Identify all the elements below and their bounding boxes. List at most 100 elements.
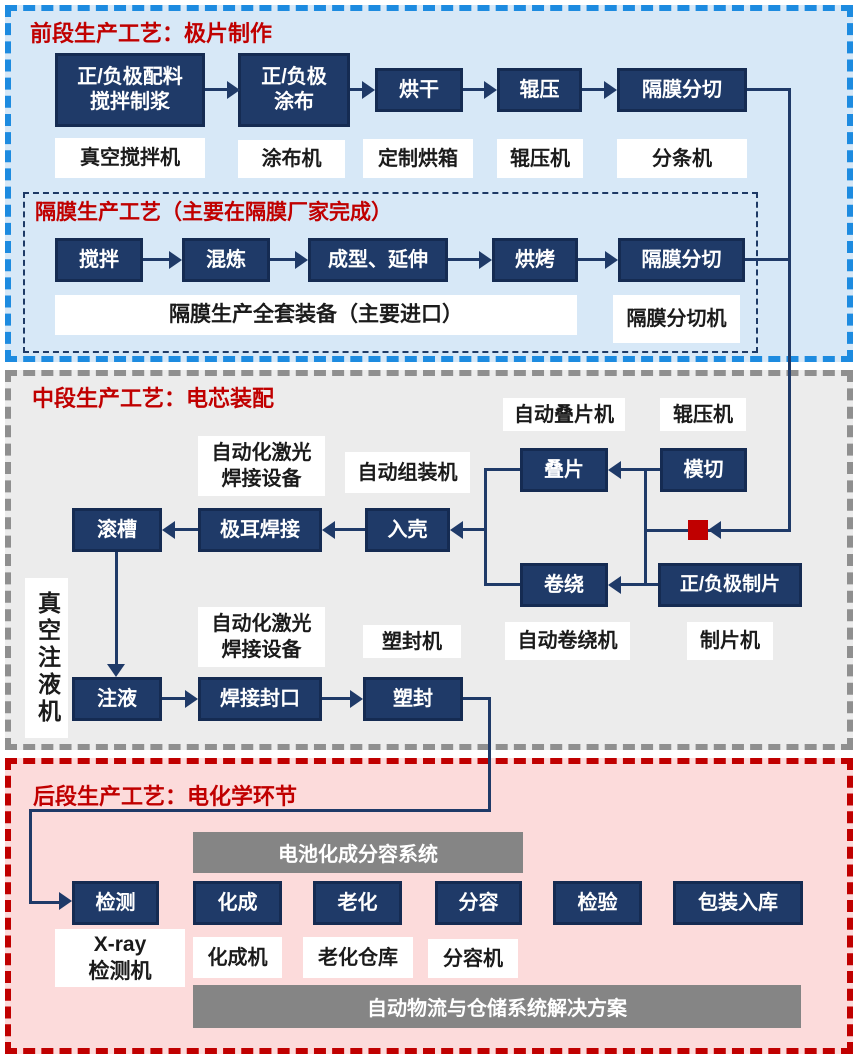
arrowhead-into-molding xyxy=(350,690,363,708)
separator-subsection xyxy=(23,192,758,353)
machine-auto-winder: 自动卷绕机 xyxy=(505,622,630,660)
step-casing: 入壳 xyxy=(365,508,450,552)
arrowhead-baking-slitting xyxy=(605,251,618,269)
step-seal-welding: 焊接封口 xyxy=(198,677,322,721)
step-sep-kneading: 混炼 xyxy=(182,238,270,282)
machine-auto-stacker: 自动叠片机 xyxy=(503,398,625,431)
step-sep-forming-stretching: 成型、延伸 xyxy=(308,238,448,282)
connector-molding-out xyxy=(463,697,491,700)
step-winding: 卷绕 xyxy=(520,563,608,607)
step-sep-stirring: 搅拌 xyxy=(55,238,143,282)
step-electrode-slurry: 正/负极配料 搅拌制浆 xyxy=(55,53,205,127)
machine-grading-machine: 分容机 xyxy=(428,939,518,978)
connector-baking-slitting xyxy=(578,258,605,261)
connector-coating-drying xyxy=(350,88,364,91)
arrowhead-stir-knead xyxy=(169,251,182,269)
connector-drying-calendering xyxy=(463,88,484,91)
arrowhead-into-testing xyxy=(59,892,72,910)
connector-back-left-vertical xyxy=(29,809,32,904)
machine-formation-machine: 化成机 xyxy=(193,937,282,978)
step-tab-welding: 极耳焊接 xyxy=(198,508,322,552)
connector-winding-out xyxy=(484,583,520,586)
step-packing-warehousing: 包装入库 xyxy=(673,881,803,925)
machine-coater: 涂布机 xyxy=(238,140,345,178)
machine-laser-welder-bottom: 自动化激光 焊接设备 xyxy=(198,607,325,667)
machine-molding-machine: 塑封机 xyxy=(363,625,461,658)
arrowhead-calendering-slitting xyxy=(604,81,617,99)
step-grooving: 滚槽 xyxy=(72,508,162,552)
connector-into-casing xyxy=(463,528,484,531)
step-sep-baking: 烘烤 xyxy=(492,238,578,282)
arrowhead-into-grooving xyxy=(162,521,175,539)
connector-forming-baking xyxy=(448,258,479,261)
arrowhead-knead-forming xyxy=(295,251,308,269)
arrowhead-forming-baking xyxy=(479,251,492,269)
step-coating: 正/负极 涂布 xyxy=(238,53,350,127)
arrowhead-slurry-coating xyxy=(227,81,240,99)
step-aging: 老化 xyxy=(313,881,402,925)
step-testing: 检测 xyxy=(72,881,159,925)
connector-tabwelding-grooving xyxy=(175,528,198,531)
machine-sheeting-machine: 制片机 xyxy=(687,622,773,660)
step-sep-slitting: 隔膜分切 xyxy=(618,238,745,282)
machine-custom-oven: 定制烘箱 xyxy=(363,139,473,178)
step-die-cutting: 模切 xyxy=(660,448,747,492)
arrowhead-drying-calendering xyxy=(484,81,497,99)
arrowhead-into-junction xyxy=(708,521,721,539)
step-molding: 塑封 xyxy=(363,677,463,721)
step-stacking: 叠片 xyxy=(520,448,608,492)
arrowhead-into-filling xyxy=(107,664,125,677)
connector-molding-down xyxy=(488,697,491,811)
step-grading: 分容 xyxy=(435,881,522,925)
front-section-title: 前段生产工艺：极片制作 xyxy=(30,21,273,46)
arrowhead-into-tab-welding xyxy=(322,521,335,539)
connector-slurry-coating xyxy=(205,88,227,91)
connector-diecut-stacking xyxy=(621,468,660,471)
machine-calender-mid: 辊压机 xyxy=(660,398,746,431)
connector-sheeting-winding xyxy=(621,583,658,586)
connector-back-horizontal xyxy=(29,809,491,812)
connector-sep-slitting-right xyxy=(745,258,791,261)
connector-stacking-out xyxy=(484,468,520,471)
connector-casing-tabwelding xyxy=(335,528,365,531)
connector-sealwelding-molding xyxy=(322,697,350,700)
connector-branch-vertical xyxy=(644,468,647,586)
mid-section-title: 中段生产工艺：电芯装配 xyxy=(32,386,275,411)
connector-filling-sealwelding xyxy=(162,697,185,700)
arrowhead-into-winding xyxy=(608,576,621,594)
junction-marker xyxy=(688,520,708,540)
formation-grading-system-bar: 电池化成分容系统 xyxy=(193,832,523,873)
machine-laser-welder-top: 自动化激光 焊接设备 xyxy=(198,436,325,496)
arrowhead-coating-drying xyxy=(362,81,375,99)
machine-xray-tester: X-ray 检测机 xyxy=(55,929,185,987)
step-formation: 化成 xyxy=(193,881,282,925)
arrowhead-into-sealwelding xyxy=(185,690,198,708)
separator-subsection-title: 隔膜生产工艺（主要在隔膜厂家完成） xyxy=(35,201,392,224)
machine-vacuum-filler: 真空注液机 xyxy=(25,578,68,738)
separator-equipment-bar: 隔膜生产全套装备（主要进口） xyxy=(55,295,577,335)
step-calendering: 辊压 xyxy=(497,68,582,112)
connector-into-testing xyxy=(32,901,59,904)
machine-calender: 辊压机 xyxy=(497,139,583,178)
back-section-title: 后段生产工艺：电化学环节 xyxy=(33,784,298,809)
connector-slitting-right xyxy=(747,88,791,91)
step-inspection: 检验 xyxy=(553,881,642,925)
logistics-warehouse-bar: 自动物流与仓储系统解决方案 xyxy=(193,985,801,1028)
step-filling: 注液 xyxy=(72,677,162,721)
connector-stir-knead xyxy=(143,258,169,261)
step-electrode-sheeting: 正/负极制片 xyxy=(658,563,802,607)
machine-auto-assembler: 自动组装机 xyxy=(345,452,470,493)
connector-calendering-slitting xyxy=(582,88,604,91)
connector-converge-vertical xyxy=(484,468,487,586)
connector-main-vertical xyxy=(788,88,791,532)
machine-vacuum-mixer: 真空搅拌机 xyxy=(55,138,205,178)
connector-grooving-down xyxy=(115,552,118,665)
step-drying: 烘干 xyxy=(375,68,463,112)
arrowhead-into-stacking xyxy=(608,461,621,479)
arrowhead-into-casing xyxy=(450,521,463,539)
connector-knead-forming xyxy=(270,258,295,261)
machine-slitter: 分条机 xyxy=(617,139,747,178)
step-separator-slitting: 隔膜分切 xyxy=(617,68,747,112)
machine-aging-warehouse: 老化仓库 xyxy=(303,937,413,978)
